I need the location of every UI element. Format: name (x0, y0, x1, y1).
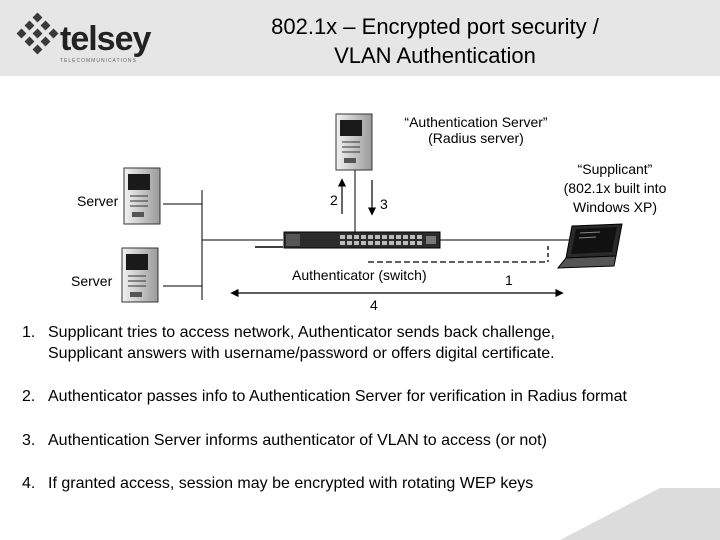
step-text: Authentication Server informs authentica… (48, 432, 547, 449)
arrow-1-label: 1 (505, 272, 513, 288)
server-bottom-icon (121, 247, 159, 303)
server-top-icon (123, 167, 161, 225)
title-line-1: 802.1x – Encrypted port security / (271, 14, 599, 39)
step-text: Authenticator passes info to Authenticat… (48, 388, 627, 405)
auth-server-label-line-2: (Radius server) (428, 130, 524, 146)
step-number: 2. (22, 388, 36, 405)
arrow-4-label: 4 (370, 297, 378, 313)
step-number: 4. (22, 475, 36, 492)
step-text-line: Supplicant tries to access network, Auth… (48, 324, 555, 341)
step-text-line: Supplicant answers with username/passwor… (48, 345, 555, 362)
auth-server-label-line-1: “Authentication Server” (404, 114, 548, 130)
step-text: If granted access, session may be encryp… (48, 475, 534, 492)
supplicant-label-line-3: Windows XP) (572, 199, 658, 215)
supplicant-label: “Supplicant” (802.1x built into Windows … (540, 160, 690, 217)
step-text: Supplicant tries to access network, Auth… (48, 322, 712, 364)
logo-wordmark: telsey (60, 20, 151, 58)
authenticator-label: Authenticator (switch) (292, 267, 427, 283)
arrow-3-label: 3 (380, 196, 388, 212)
title-line-2: VLAN Authentication (334, 43, 536, 68)
logo-tagline: TELECOMMUNICATIONS (60, 58, 137, 64)
switch-icon (283, 231, 441, 249)
server-bottom-label: Server (71, 273, 113, 289)
telsey-logo: telsey TELECOMMUNICATIONS (14, 12, 164, 68)
step-number: 1. (22, 324, 36, 341)
arrow-2-label: 2 (330, 192, 338, 208)
auth-server-label: “Authentication Server” (Radius server) (386, 114, 566, 146)
server-top-label: Server (77, 193, 119, 209)
radius-server-icon (335, 113, 373, 171)
step-number: 3. (22, 432, 36, 449)
footer-stripe (560, 488, 720, 540)
supplicant-label-line-1: “Supplicant” (577, 161, 653, 177)
page-title: 802.1x – Encrypted port security / VLAN … (200, 12, 670, 70)
supplicant-label-line-2: (802.1x built into (563, 180, 667, 196)
diamond-grid-icon (16, 12, 59, 55)
laptop-icon (556, 223, 623, 269)
header-bar: telsey TELECOMMUNICATIONS 802.1x – Encry… (0, 0, 720, 76)
